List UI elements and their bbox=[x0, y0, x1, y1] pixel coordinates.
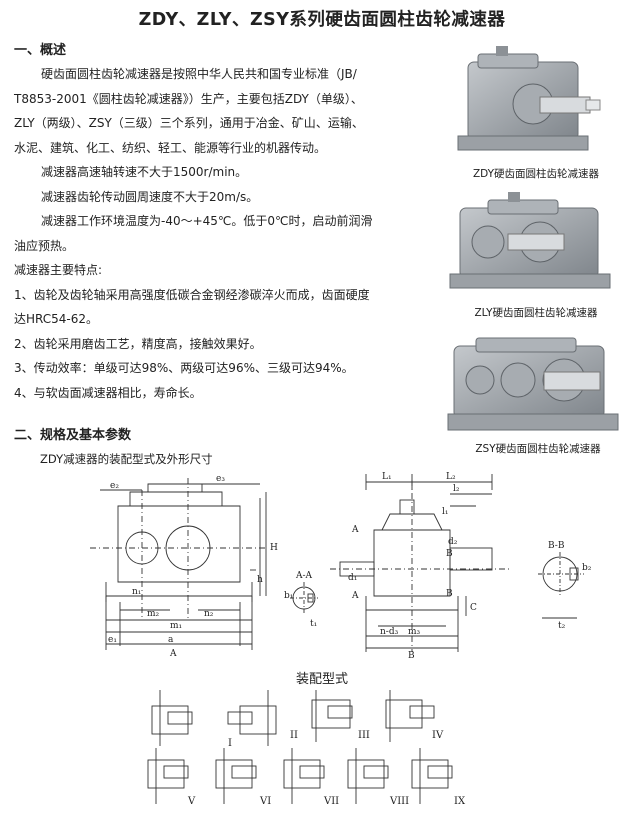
label-b1: b₁ bbox=[284, 591, 293, 601]
assembly-label-8: VIII bbox=[389, 796, 409, 807]
assembly-type-3 bbox=[311, 690, 353, 742]
text-line: 4、与软齿面减速器相比，寿命长。 bbox=[14, 385, 202, 400]
page-title: ZDY、ZLY、ZSY系列硬齿面圆柱齿轮减速器 bbox=[138, 10, 506, 30]
label-t1: t₁ bbox=[310, 619, 317, 629]
label-B: B bbox=[408, 651, 415, 661]
label-e3: e₃ bbox=[216, 474, 225, 484]
label-n1: n₁ bbox=[132, 587, 141, 597]
text-line: 2、齿轮采用磨齿工艺，精度高，接触效果好。 bbox=[14, 336, 262, 351]
label-d1: d₁ bbox=[348, 573, 357, 583]
text-line: 减速器高速轴转速不大于1500r/min。 bbox=[41, 165, 248, 179]
assembly-diagrams: I II III IV V VI VII VIII IX bbox=[147, 690, 466, 807]
section-aa-view bbox=[290, 582, 318, 614]
label-n2: n₂ bbox=[204, 609, 214, 619]
text-line: 3、传动效率：单级可达98%、两级可达96%、三级可达94%。 bbox=[14, 361, 354, 375]
assembly-type-1 bbox=[151, 690, 193, 746]
label-m1: m₁ bbox=[170, 621, 182, 631]
specs-subtitle: ZDY减速器的装配型式及外形尺寸 bbox=[40, 452, 213, 466]
label-L1: L₁ bbox=[382, 472, 392, 482]
label-t2: t₂ bbox=[558, 621, 566, 631]
label-a: a bbox=[168, 635, 174, 645]
label-m3: m₃ bbox=[408, 627, 421, 637]
label-B-top: B bbox=[446, 549, 453, 559]
text-line: ZLY（两级）、ZSY（三级）三个系列，通用于冶金、矿山、运输、 bbox=[14, 116, 364, 130]
assembly-type-9 bbox=[411, 748, 453, 804]
zsy-product-photo bbox=[446, 330, 626, 440]
dimension-drawings: e₂ e₃ H h n₁ m₂ m₁ n₂ e₁ a A A-A b₁ t₁ L… bbox=[90, 472, 592, 661]
assembly-label-4: IV bbox=[432, 730, 444, 741]
assembly-type-4 bbox=[385, 690, 435, 742]
label-A-top: A bbox=[351, 525, 359, 535]
label-L2: L₂ bbox=[446, 472, 456, 482]
overview-text: 硬齿面圆柱齿轮减速器是按照中华人民共和国专业标准（JB/ T8853-2001《… bbox=[14, 62, 414, 405]
text-line: 达HRC54-62。 bbox=[14, 312, 99, 326]
section-heading-overview: 一、概述 bbox=[14, 43, 67, 58]
assembly-type-5 bbox=[147, 748, 189, 804]
text-line: 硬齿面圆柱齿轮减速器是按照中华人民共和国专业标准（JB/ bbox=[41, 67, 357, 81]
text-line: 水泥、建筑、化工、纺织、轻工、能源等行业的机器传动。 bbox=[14, 140, 327, 155]
section-heading-specs: 二、规格及基本参数 bbox=[14, 428, 132, 443]
text-line: 减速器工作环境温度为-40～+45℃。低于0℃时，启动前润滑 bbox=[41, 214, 373, 228]
assembly-label-2: II bbox=[290, 730, 298, 741]
assembly-type-6 bbox=[215, 748, 257, 804]
label-d2: d₂ bbox=[448, 537, 458, 547]
assembly-label-6: VI bbox=[259, 796, 271, 807]
assembly-type-8 bbox=[347, 748, 389, 804]
text-line: 油应预热。 bbox=[14, 238, 75, 253]
assembly-type-7 bbox=[283, 748, 325, 804]
assembly-label-5: V bbox=[187, 796, 196, 807]
zly-caption: ZLY硬齿面圆柱齿轮减速器 bbox=[474, 307, 598, 319]
section-bb-view bbox=[538, 552, 584, 619]
zdy-product-photo bbox=[448, 42, 624, 162]
text-line: 减速器齿轮传动圆周速度不大于20m/s。 bbox=[41, 189, 259, 204]
label-l1: l₁ bbox=[442, 507, 449, 517]
label-A-bottom: A bbox=[351, 591, 359, 601]
zsy-caption: ZSY硬齿面圆柱齿轮减速器 bbox=[475, 443, 601, 455]
label-b2: b₂ bbox=[582, 563, 592, 573]
label-aa: A-A bbox=[295, 571, 313, 581]
label-B-bottom: B bbox=[446, 589, 453, 599]
assembly-label-7: VII bbox=[323, 796, 339, 807]
assembly-type-2 bbox=[227, 690, 277, 746]
label-n-d3: n-d₃ bbox=[380, 627, 399, 637]
label-h: h bbox=[257, 575, 263, 585]
side-view bbox=[330, 474, 510, 652]
label-m2: m₂ bbox=[147, 609, 160, 619]
label-e2: e₂ bbox=[110, 481, 119, 491]
assembly-label-9: IX bbox=[454, 796, 466, 807]
zdy-caption: ZDY硬齿面圆柱齿轮减速器 bbox=[472, 168, 600, 180]
label-l2: l₂ bbox=[453, 484, 460, 494]
label-C: C bbox=[470, 603, 477, 613]
label-bb: B-B bbox=[548, 541, 565, 551]
assembly-label-1: I bbox=[228, 738, 232, 749]
label-A: A bbox=[169, 649, 177, 659]
front-view bbox=[90, 478, 268, 650]
zly-product-photo bbox=[448, 190, 624, 300]
assembly-title: 装配型式 bbox=[295, 672, 348, 687]
label-e1: e₁ bbox=[108, 635, 117, 645]
text-line: 1、齿轮及齿轮轴采用高强度低碳合金钢经渗碳淬火而成，齿面硬度 bbox=[14, 287, 370, 302]
text-line: T8853-2001《圆柱齿轮减速器》）生产，主要包括ZDY（单级）、 bbox=[14, 91, 363, 106]
label-H: H bbox=[270, 543, 278, 553]
assembly-label-3: III bbox=[358, 730, 370, 741]
text-line: 减速器主要特点: bbox=[14, 263, 103, 277]
